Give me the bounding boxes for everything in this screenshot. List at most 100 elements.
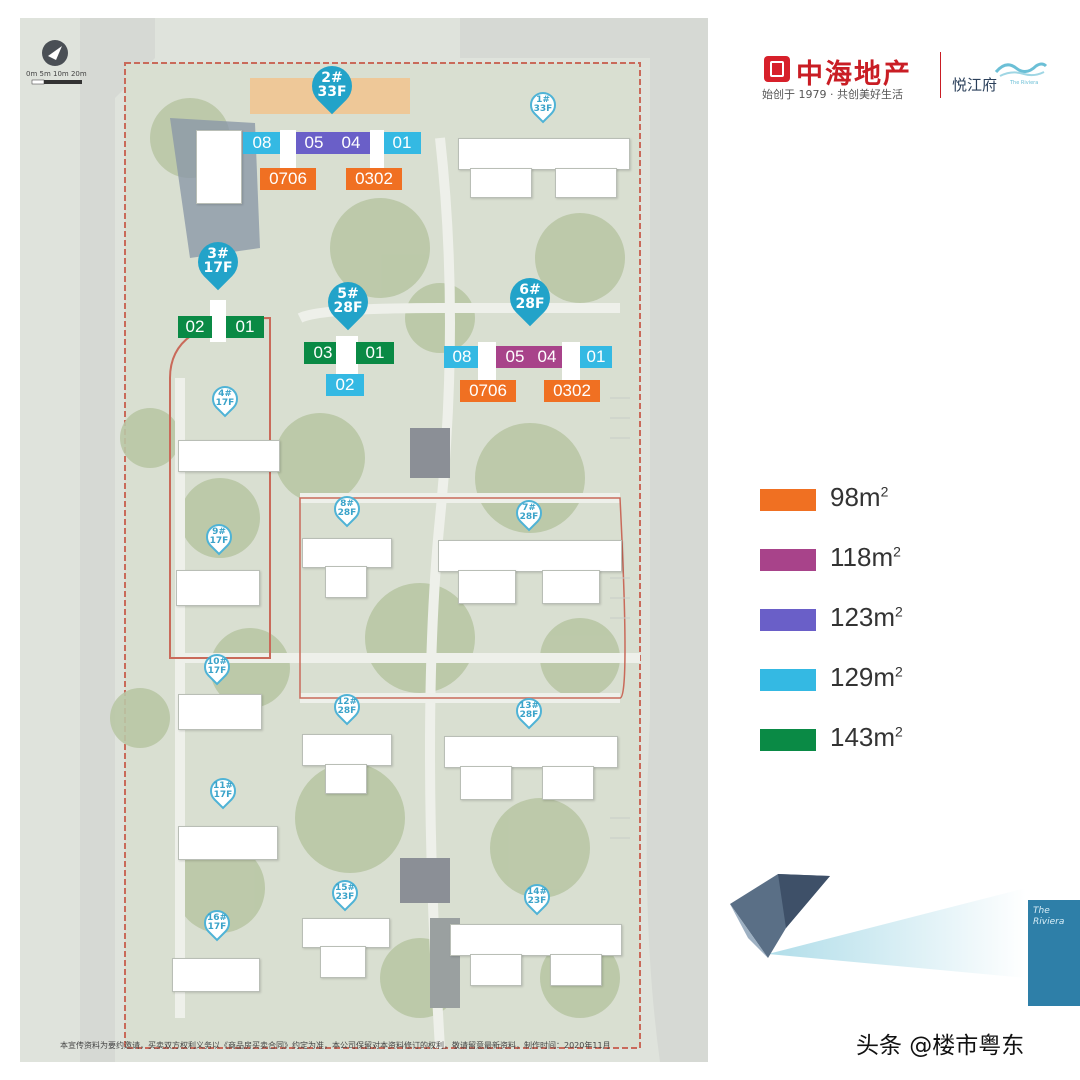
building-10-number: 10# bbox=[206, 657, 228, 667]
b6-core bbox=[562, 342, 580, 380]
building-8-marker[interactable]: 8#28F bbox=[328, 490, 366, 530]
building-6-number: 6# bbox=[519, 282, 541, 298]
building-4-marker[interactable]: 4#17F bbox=[206, 380, 244, 420]
legend-label: 123m bbox=[830, 602, 896, 632]
building-9-marker[interactable]: 9#17F bbox=[200, 518, 238, 558]
building-12-footprint bbox=[302, 734, 392, 766]
legend-swatch bbox=[760, 669, 816, 691]
building-5-marker[interactable]: 5#28F bbox=[319, 273, 377, 334]
building-15-floors: 23F bbox=[335, 892, 355, 902]
watermark-text: 头条 @楼市粤东 bbox=[856, 1033, 1025, 1059]
building-1-floors: 33F bbox=[533, 104, 553, 114]
b2-core bbox=[280, 130, 296, 168]
unit-b6-04: 04 bbox=[532, 346, 562, 368]
legend-unit-sup: 2 bbox=[880, 483, 889, 500]
building-4-floors: 17F bbox=[215, 398, 235, 408]
legend-label: 98m bbox=[830, 482, 881, 512]
unit-b6-08: 08 bbox=[444, 346, 480, 368]
legend-unit-sup: 2 bbox=[895, 603, 903, 620]
clubhouse-footprint bbox=[196, 130, 242, 204]
unit-b6-0302: 0302 bbox=[544, 380, 600, 402]
building-1-footprint-wing bbox=[555, 168, 617, 198]
building-6-floors: 28F bbox=[515, 296, 545, 312]
scale-bar-label: 0m 5m 10m 20m bbox=[26, 70, 87, 78]
building-11-footprint bbox=[178, 826, 278, 860]
building-15-footprint bbox=[302, 918, 390, 948]
building-3-floors: 17F bbox=[203, 260, 233, 276]
building-11-marker[interactable]: 11#17F bbox=[204, 772, 242, 812]
building-14-floors: 23F bbox=[527, 896, 547, 906]
building-7-floors: 28F bbox=[519, 512, 539, 522]
building-12-marker[interactable]: 12#28F bbox=[328, 688, 366, 728]
building-1-marker[interactable]: 1#33F bbox=[524, 86, 562, 126]
b5-core bbox=[336, 336, 358, 384]
building-13-footprint bbox=[444, 736, 618, 768]
building-14-marker[interactable]: 14#23F bbox=[518, 878, 556, 918]
unit-b2-08: 08 bbox=[243, 132, 281, 154]
b2-core bbox=[370, 130, 384, 168]
building-7-footprint-wing bbox=[458, 570, 516, 604]
building-11-floors: 17F bbox=[213, 790, 233, 800]
building-10-marker[interactable]: 10#17F bbox=[198, 648, 236, 688]
company-name: 中海地产 bbox=[796, 59, 912, 90]
building-14-footprint-wing bbox=[550, 954, 602, 986]
building-10-floors: 17F bbox=[207, 666, 227, 676]
project-en-small: The Riviera bbox=[1010, 80, 1039, 86]
unit-b6-01: 01 bbox=[580, 346, 612, 368]
building-12-footprint-core bbox=[325, 764, 367, 794]
building-6-marker[interactable]: 6#28F bbox=[501, 269, 559, 330]
building-7-marker[interactable]: 7#28F bbox=[510, 494, 548, 534]
legend-swatch bbox=[760, 609, 816, 631]
building-14-number: 14# bbox=[526, 887, 548, 897]
building-8-footprint-core bbox=[325, 566, 367, 598]
company-logo-icon bbox=[764, 56, 790, 82]
building-15-marker[interactable]: 15#23F bbox=[326, 874, 364, 914]
building-13-footprint-wing bbox=[460, 766, 512, 800]
building-7-footprint bbox=[438, 540, 622, 572]
building-13-floors: 28F bbox=[519, 710, 539, 720]
building-2-number: 2# bbox=[321, 70, 343, 86]
building-4-footprint bbox=[178, 440, 280, 472]
legend-unit-sup: 2 bbox=[895, 663, 903, 680]
crystal-decoration bbox=[730, 874, 1026, 978]
building-5-floors: 28F bbox=[333, 300, 363, 316]
legend-swatch bbox=[760, 549, 816, 571]
unit-b6-05: 05 bbox=[496, 346, 534, 368]
building-9-footprint bbox=[176, 570, 260, 606]
unit-b2-0706: 0706 bbox=[260, 168, 316, 190]
building-8-footprint bbox=[302, 538, 392, 568]
unit-b5-03: 03 bbox=[304, 342, 342, 364]
building-16-marker[interactable]: 16#17F bbox=[198, 904, 236, 944]
unit-b2-04: 04 bbox=[332, 132, 370, 154]
legend-label: 143m bbox=[830, 722, 896, 752]
building-2-marker[interactable]: 2#33F bbox=[303, 57, 361, 118]
unit-b3-02: 02 bbox=[178, 316, 212, 338]
site-plan-map: 0m 5m 10m 20m 08 05 04 01 0706 0302 02 0… bbox=[20, 18, 708, 1062]
legend-swatch bbox=[760, 729, 816, 751]
building-15-number: 15# bbox=[334, 883, 356, 893]
building-8-floors: 28F bbox=[337, 508, 357, 518]
building-12-floors: 28F bbox=[337, 706, 357, 716]
building-8-number: 8# bbox=[340, 499, 354, 509]
building-1-footprint bbox=[458, 138, 630, 170]
legend-label: 118m bbox=[830, 542, 894, 572]
unit-b2-05: 05 bbox=[295, 132, 333, 154]
building-14-footprint bbox=[450, 924, 622, 956]
unit-b3-01: 01 bbox=[226, 316, 264, 338]
building-15-footprint-core bbox=[320, 946, 366, 978]
building-12-number: 12# bbox=[336, 697, 358, 707]
b6-core bbox=[478, 342, 496, 380]
building-10-footprint bbox=[178, 694, 262, 730]
brochure-book-image: The Riviera bbox=[1028, 900, 1080, 1006]
building-1-number: 1# bbox=[536, 95, 550, 105]
building-13-footprint-wing bbox=[542, 766, 594, 800]
unit-b2-01: 01 bbox=[383, 132, 421, 154]
building-13-number: 13# bbox=[518, 701, 540, 711]
wave-logo-icon bbox=[994, 62, 1048, 77]
building-16-footprint bbox=[172, 958, 260, 992]
building-3-marker[interactable]: 3#17F bbox=[189, 233, 247, 294]
disclaimer-text: 本宣传资料为要约邀请，买卖双方权利义务以《商品房买卖合同》约定为准，本公司保留对… bbox=[60, 1041, 611, 1050]
building-5-number: 5# bbox=[337, 286, 359, 302]
building-16-number: 16# bbox=[206, 913, 228, 923]
building-13-marker[interactable]: 13#28F bbox=[510, 692, 548, 732]
